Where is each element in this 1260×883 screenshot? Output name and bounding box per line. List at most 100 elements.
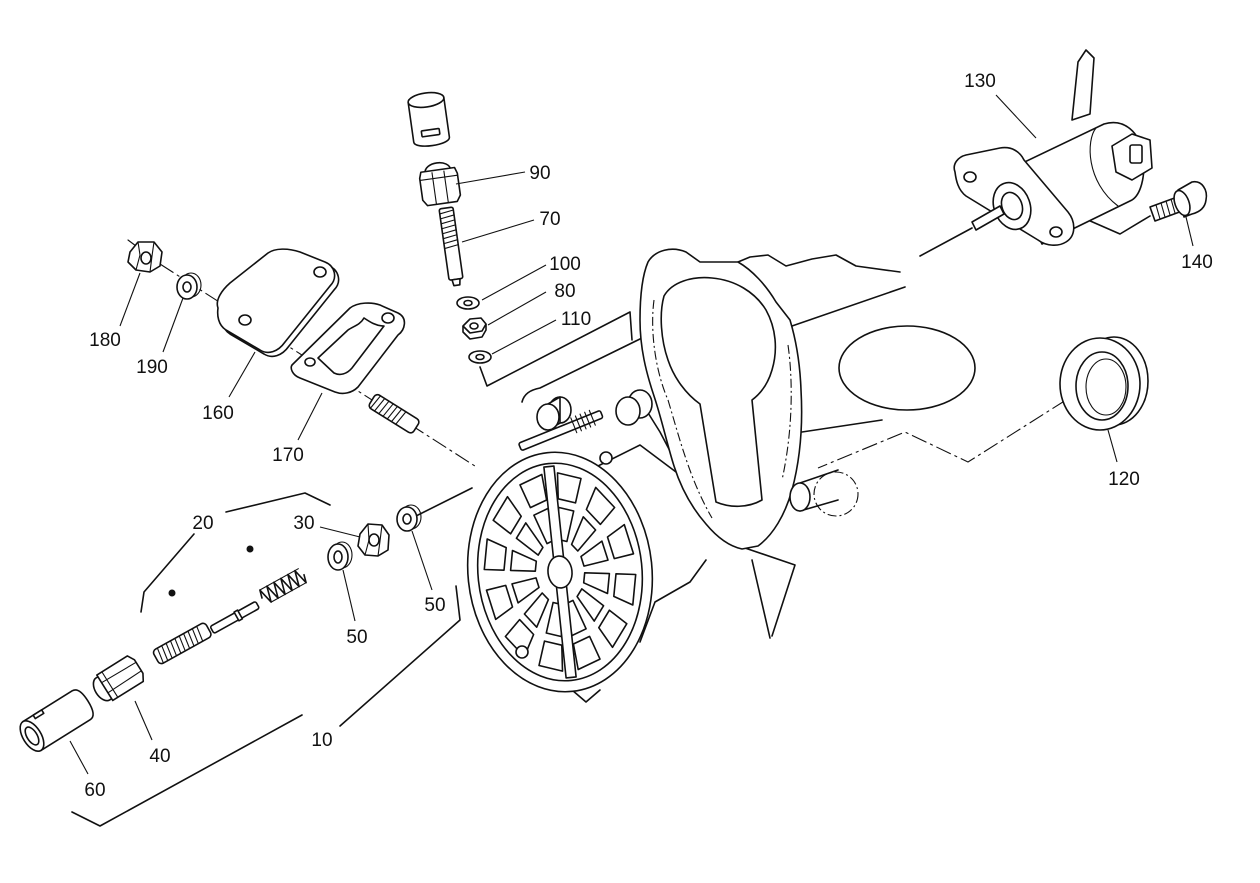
part-60-cap xyxy=(19,689,94,752)
callout-140: 140 xyxy=(1181,252,1213,273)
cover-rib-window xyxy=(597,609,628,649)
part-160-cover-plate xyxy=(216,248,340,358)
cover-rib-window xyxy=(485,584,514,621)
ring-bore xyxy=(1075,351,1129,421)
ribbed-cover xyxy=(466,451,654,693)
solenoid-plunger xyxy=(971,205,1005,231)
cover-bolt-hole-top xyxy=(599,451,613,465)
solenoid-body-band xyxy=(1089,127,1119,207)
ring-axis-line xyxy=(817,399,1067,469)
pump-housing xyxy=(518,248,906,703)
housing-boss-2-front xyxy=(615,396,641,426)
part-70-stud xyxy=(438,206,464,287)
group-bracket-20-right xyxy=(225,492,331,513)
leader-90 xyxy=(455,171,526,185)
bolt-head-face xyxy=(1173,189,1191,217)
cover-hub xyxy=(547,555,573,589)
housing-upper-edge-2 xyxy=(791,286,906,327)
stud-top-left xyxy=(368,393,420,434)
leader-30 xyxy=(319,526,361,538)
leader-140 xyxy=(1185,216,1194,247)
solenoid-axis-line xyxy=(919,227,973,257)
part-20-rod xyxy=(209,601,260,634)
leader-120 xyxy=(1107,429,1118,463)
cover-rib-window xyxy=(580,540,609,567)
cover-rib-window xyxy=(515,522,544,556)
housing-bottom-right-edge xyxy=(744,547,796,637)
housing-flange-opening xyxy=(660,276,777,508)
part-140-bolt xyxy=(1149,180,1208,222)
group-bracket-10-left xyxy=(71,714,303,827)
callout-110: 110 xyxy=(561,309,591,330)
cover-rib-window xyxy=(538,640,564,672)
cover-rib-window xyxy=(556,472,582,504)
leader-50-upper xyxy=(411,530,433,591)
callout-50-upper: 50 xyxy=(424,595,445,616)
leader-160 xyxy=(228,351,256,398)
cover-rib-window xyxy=(492,495,523,535)
cover-rib-window xyxy=(523,592,550,629)
housing-shaft xyxy=(518,409,604,451)
axis-bottom-into-housing xyxy=(411,487,473,519)
solenoid-flange-hole-right xyxy=(1049,226,1063,238)
solenoid-connector-plug xyxy=(1129,144,1143,164)
cover-bolt-hole-bottom xyxy=(515,645,529,659)
callout-60: 60 xyxy=(84,780,105,801)
callout-170: 170 xyxy=(272,445,304,466)
leader-130 xyxy=(995,94,1037,139)
housing-flange-hidden-edge-2 xyxy=(781,344,792,481)
marker-dot-spring xyxy=(246,545,254,553)
cover-rib-window xyxy=(519,473,548,509)
housing-boss-front xyxy=(536,403,560,431)
part-170-gasket xyxy=(290,302,406,395)
leader-lines xyxy=(69,94,1194,775)
housing-flange-hidden-edge xyxy=(652,299,713,519)
leader-110 xyxy=(491,319,557,355)
cover-rib-window xyxy=(511,577,540,604)
cover-center-bar xyxy=(543,465,577,679)
ring-inner-lip xyxy=(1085,358,1127,416)
leader-80 xyxy=(487,291,547,326)
stack-to-housing-line xyxy=(479,311,633,387)
housing-tube-end xyxy=(789,482,811,512)
group-bracket-20-left xyxy=(140,533,195,613)
leader-180 xyxy=(119,272,141,327)
part-110-washer xyxy=(468,350,492,364)
cover-rib-window xyxy=(612,572,637,606)
callout-80: 80 xyxy=(554,281,575,302)
callout-100: 100 xyxy=(549,254,581,275)
callout-40: 40 xyxy=(149,746,170,767)
part-90-cap xyxy=(407,91,451,147)
part-50-washer-lower xyxy=(327,541,353,571)
part-100-washer xyxy=(456,296,480,310)
callout-180: 180 xyxy=(89,330,121,351)
cover-rib-window xyxy=(570,515,597,552)
cover-rib-window xyxy=(585,486,616,526)
cover-rib-window xyxy=(582,571,611,595)
axis-top-left xyxy=(159,263,479,469)
part-20-adjusting-stud xyxy=(152,622,212,665)
callout-50-lower: 50 xyxy=(346,627,367,648)
housing-bottom-edge-2 xyxy=(639,559,707,643)
cover-rib-window xyxy=(576,588,605,622)
leader-70 xyxy=(461,219,535,243)
housing-left-top-edge xyxy=(521,337,643,403)
housing-oval-opening xyxy=(838,325,976,411)
callout-160: 160 xyxy=(202,403,234,424)
housing-upper-edge xyxy=(737,254,901,273)
housing-tube-hidden-circle xyxy=(813,471,859,517)
callout-70: 70 xyxy=(539,209,560,230)
callout-120: 120 xyxy=(1108,469,1140,490)
callout-90: 90 xyxy=(529,163,550,184)
callout-130: 130 xyxy=(964,71,996,92)
part-130-solenoid xyxy=(953,49,1153,246)
part-190-washer xyxy=(176,272,202,300)
marker-dot-stud xyxy=(168,589,176,597)
leader-60 xyxy=(69,740,89,775)
group-bracket-10-right xyxy=(339,585,461,727)
cover-rib-windows xyxy=(483,472,637,672)
part-80-nut xyxy=(462,317,487,340)
solenoid-flange-hole-left xyxy=(963,171,977,183)
cover-rib-window xyxy=(509,549,538,573)
